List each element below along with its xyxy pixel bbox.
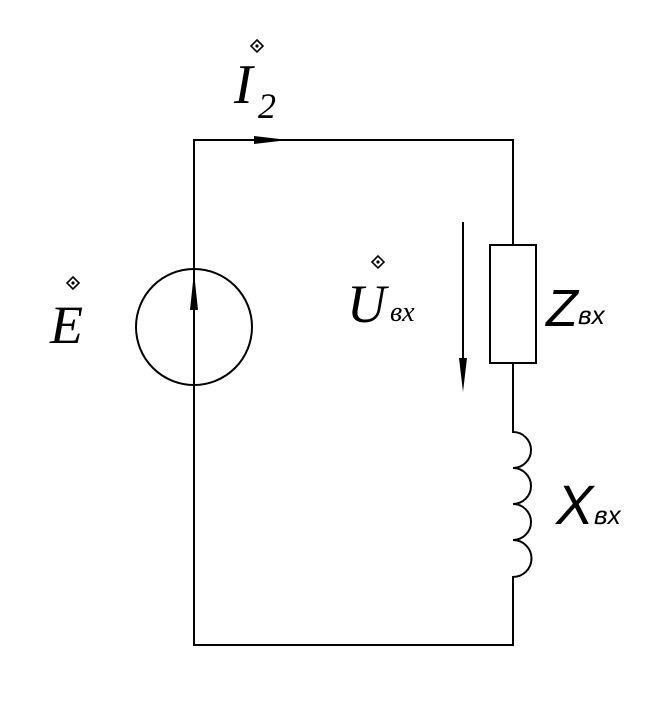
impedance-element [489, 244, 537, 364]
inductor-element [511, 430, 533, 579]
impedance-label-letter: Z [544, 280, 580, 338]
reactance-label-letter: X [554, 473, 596, 536]
phasor-marker-icon [65, 275, 81, 291]
phasor-marker-icon [249, 38, 265, 54]
emf-source [135, 268, 253, 386]
emf-label: E [49, 275, 83, 355]
voltage-label-subscript: вх [390, 297, 415, 328]
reactance-label: X вх [554, 473, 622, 536]
impedance-label-subscript: вх [578, 300, 606, 330]
voltage-label-letter: U [347, 274, 389, 334]
current-label: I 2 [233, 38, 276, 126]
current-arrow [254, 136, 288, 144]
emf-label-letter: E [49, 295, 83, 355]
current-label-letter: I [233, 54, 255, 116]
voltage-arrow [459, 222, 467, 392]
reactance-label-subscript: вх [594, 500, 622, 530]
circuit-wires [193, 139, 514, 646]
phasor-marker-icon [370, 254, 386, 270]
voltage-label: U вх [347, 254, 415, 334]
current-label-subscript: 2 [258, 86, 276, 126]
impedance-label: Z вх [544, 280, 606, 338]
source-arrow-icon [190, 272, 198, 310]
